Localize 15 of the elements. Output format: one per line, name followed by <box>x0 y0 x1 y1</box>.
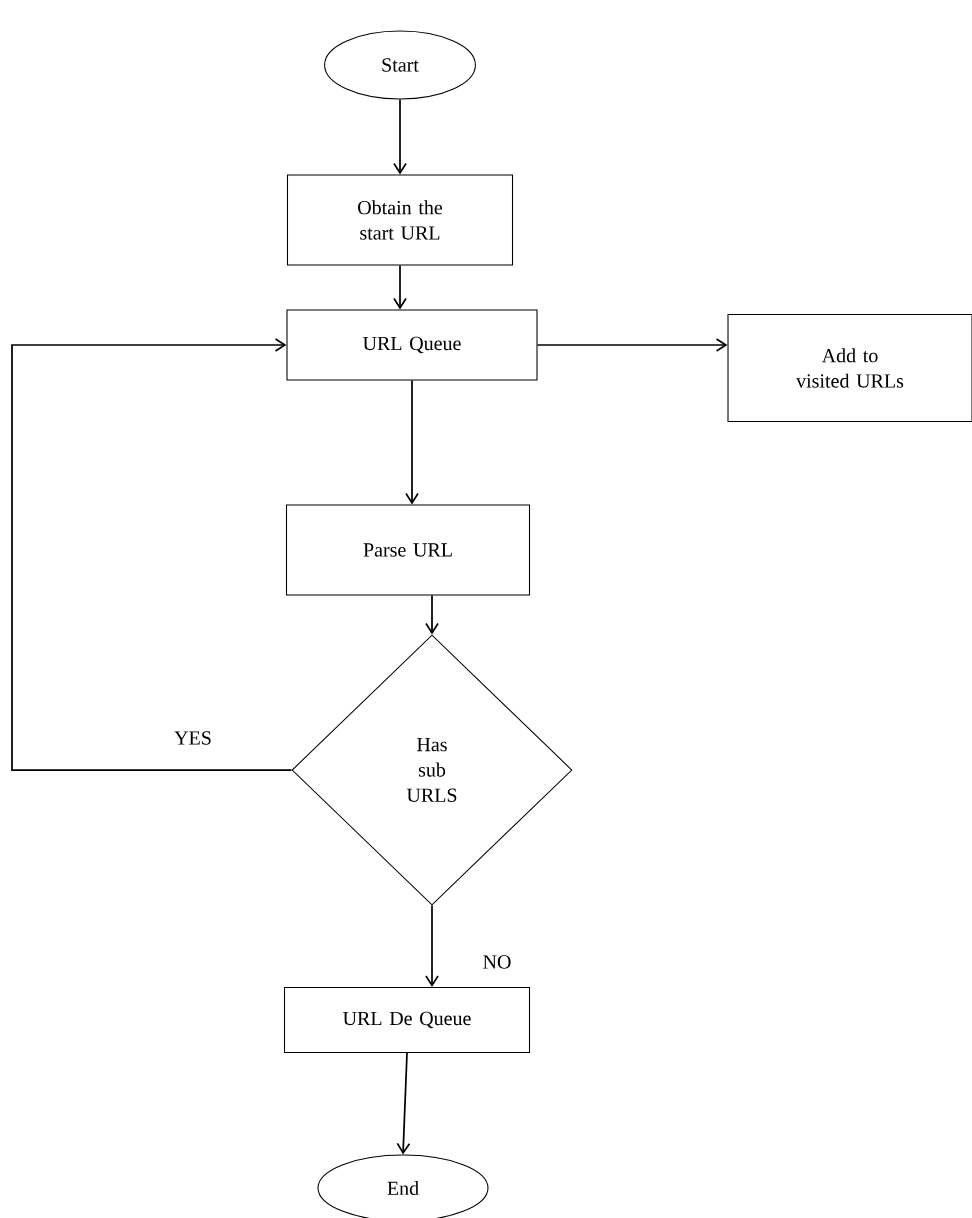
arrow <box>425 594 439 635</box>
arrow <box>425 904 439 987</box>
arrow <box>405 379 419 505</box>
arrow <box>396 1052 411 1155</box>
process-box: Parse URL <box>285 504 531 596</box>
arrow <box>393 264 407 310</box>
edge-label: YES <box>172 729 214 747</box>
process-box: URL Queue <box>286 309 538 381</box>
edge-label: NO <box>481 953 513 971</box>
arrow <box>393 98 407 175</box>
process-box: Obtain the start URL <box>286 174 514 266</box>
process-box: Add to visited URLs <box>727 313 972 423</box>
arrow <box>11 338 293 771</box>
process-box: URL De Queue <box>283 986 531 1054</box>
arrow <box>536 338 728 352</box>
